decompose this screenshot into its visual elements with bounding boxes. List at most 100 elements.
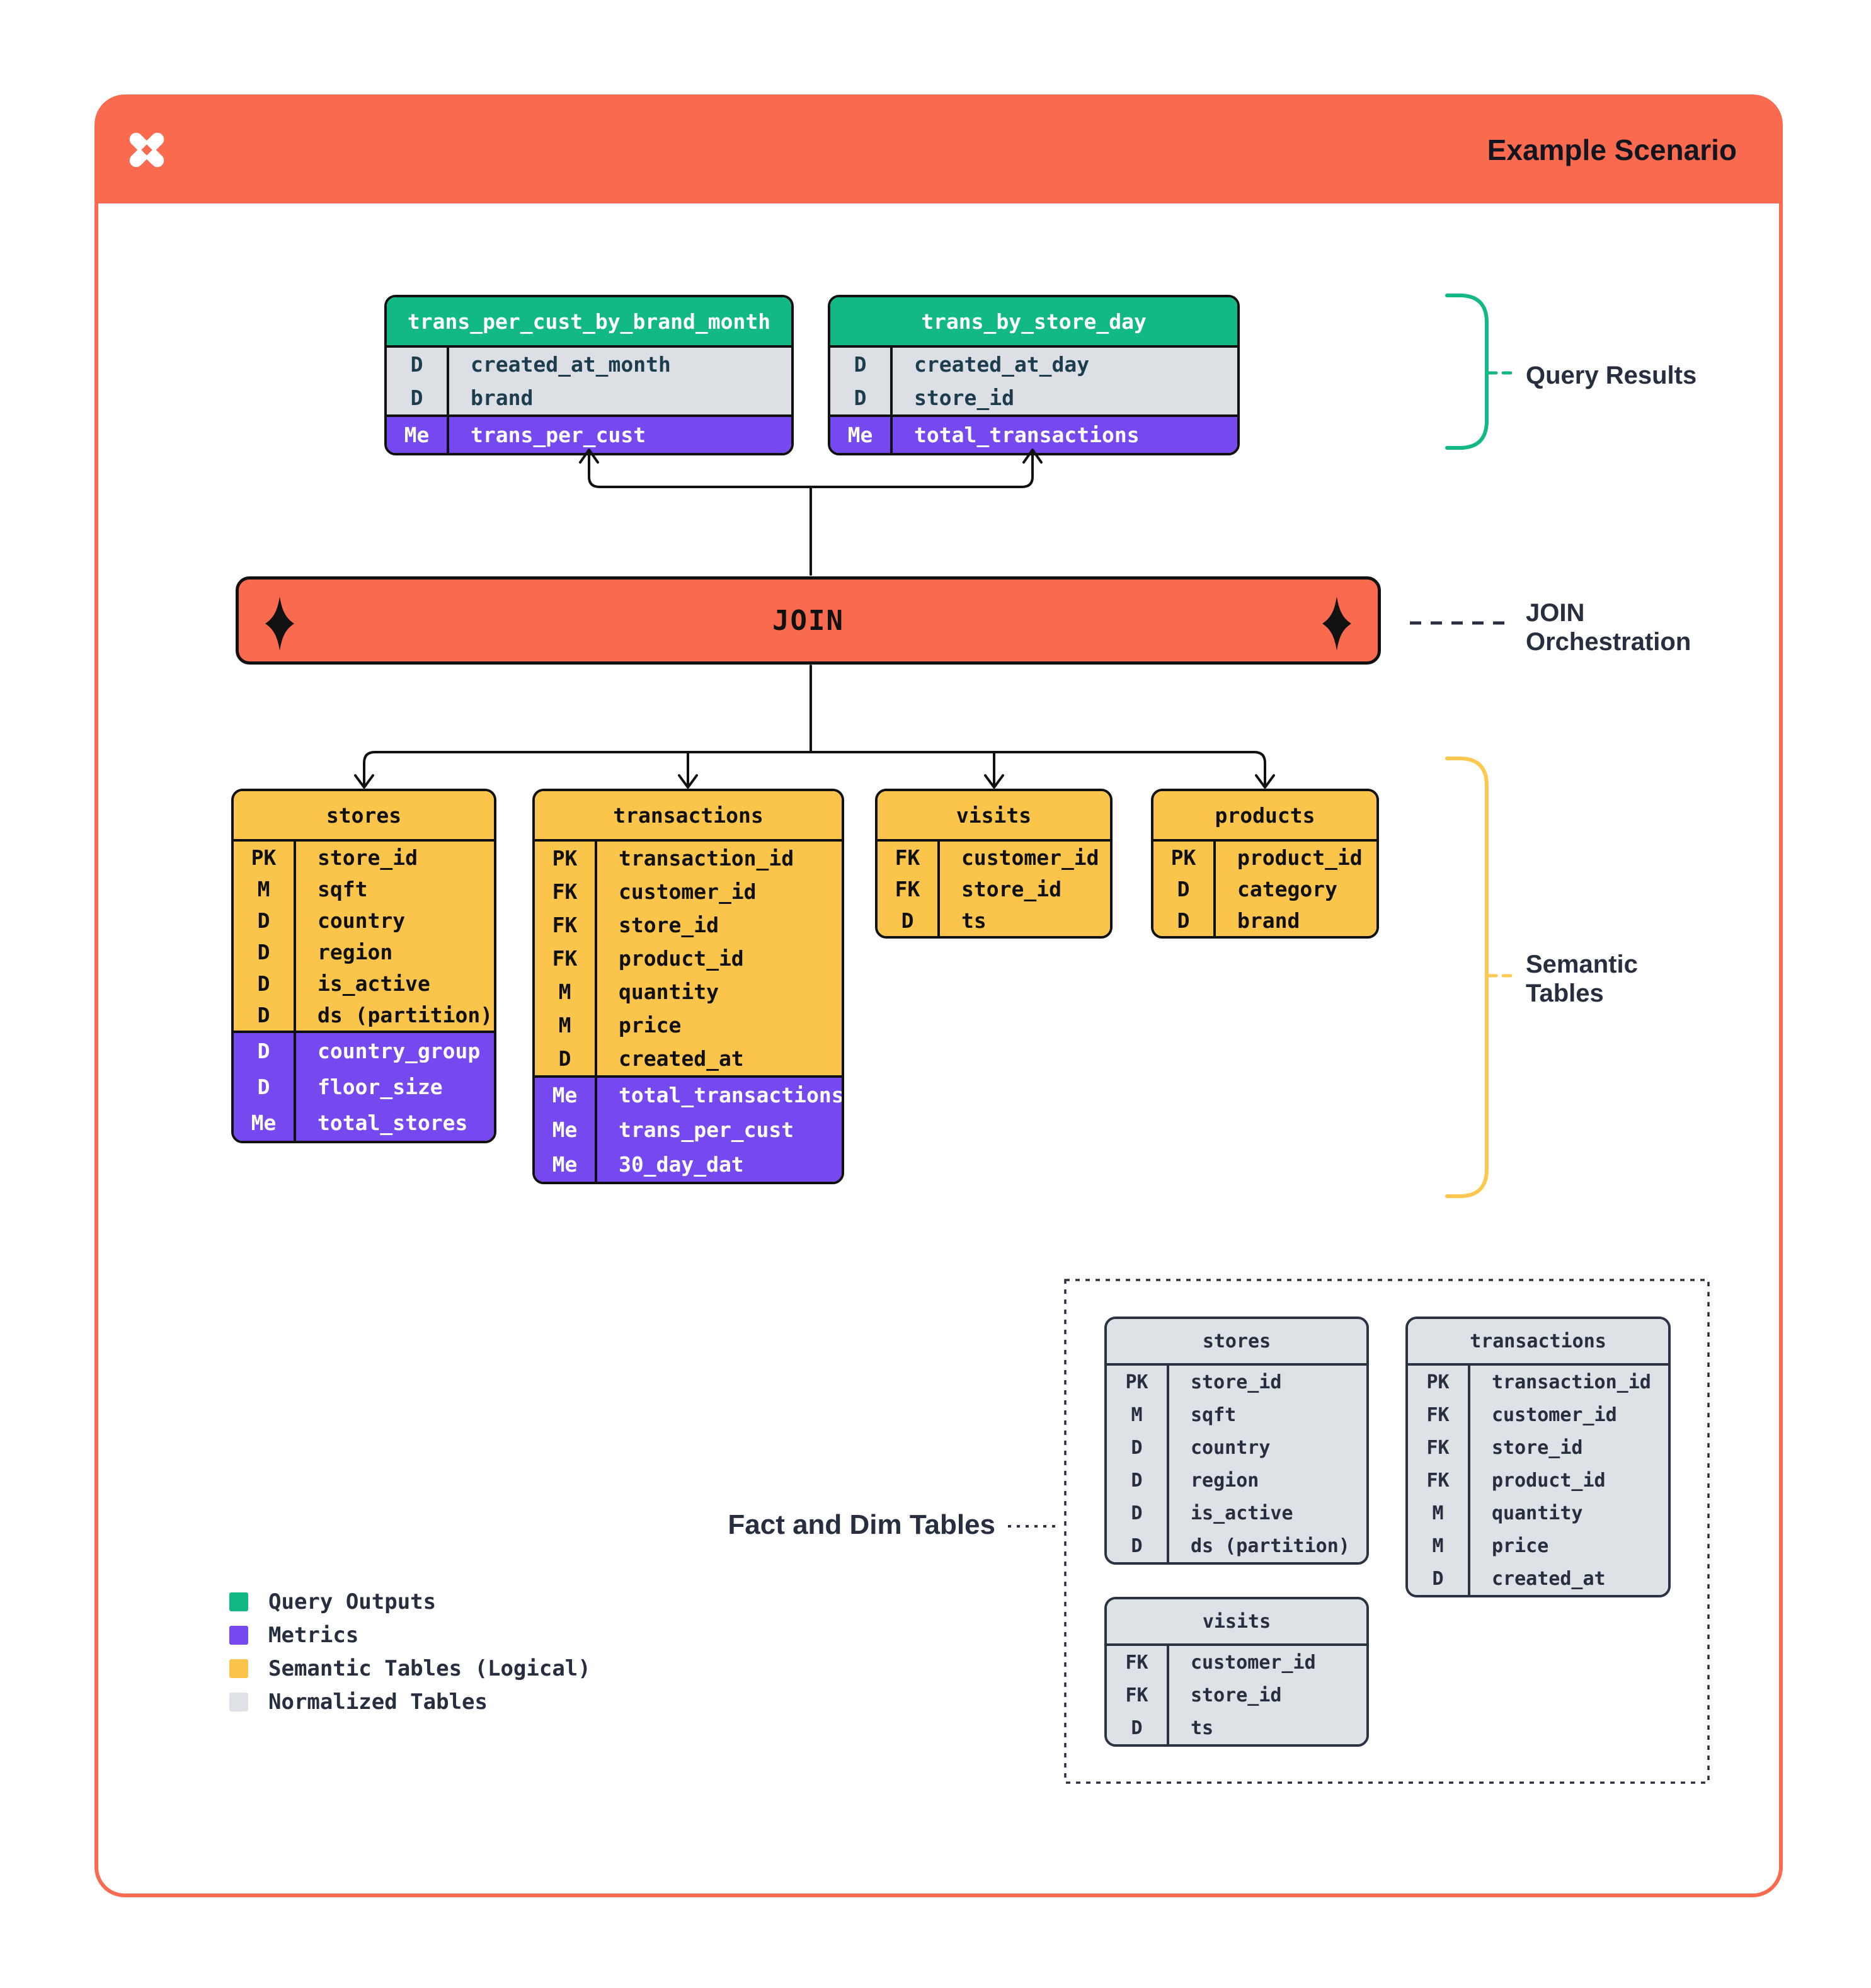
legend-swatch-yellow — [229, 1659, 248, 1678]
field-key: D — [854, 352, 867, 377]
field-name: brand — [471, 386, 534, 410]
field-name: quantity — [619, 980, 719, 1004]
field-name: store_id — [619, 913, 719, 937]
table-title: stores — [1107, 1319, 1366, 1366]
legend-swatch-green — [229, 1592, 248, 1611]
field-name: quantity — [1492, 1502, 1583, 1524]
field-key: FK — [1426, 1436, 1450, 1459]
legend-label: Normalized Tables — [268, 1689, 488, 1715]
field-key: M — [257, 876, 270, 901]
field-name: store_id — [1492, 1436, 1583, 1459]
legend-label: Metrics — [268, 1622, 359, 1648]
field-name: sqft — [1191, 1403, 1237, 1426]
field-name: created_at — [619, 1046, 744, 1071]
field-key: D — [1131, 1436, 1143, 1459]
field-name: is_active — [1191, 1502, 1293, 1524]
field-key: FK — [1426, 1469, 1450, 1492]
field-key: D — [1131, 1534, 1143, 1557]
field-key: D — [257, 1075, 270, 1099]
field-key: M — [1432, 1534, 1444, 1557]
legend-item-normalized-tables: Normalized Tables — [229, 1685, 591, 1718]
field-name: floor_size — [318, 1075, 443, 1099]
legend: Query Outputs Metrics Semantic Tables (L… — [229, 1585, 591, 1718]
semantic-tables-label-line1: Semantic — [1526, 951, 1638, 978]
field-name: customer_id — [1191, 1651, 1316, 1674]
join-label: JOIN — [772, 604, 844, 637]
field-key: D — [1177, 908, 1190, 933]
legend-label: Semantic Tables (Logical) — [268, 1655, 591, 1681]
field-key: D — [257, 939, 270, 964]
join-diamond-icon — [265, 597, 294, 651]
field-name: trans_per_cust — [471, 423, 646, 447]
field-name: sqft — [318, 876, 368, 901]
legend-item-query-outputs: Query Outputs — [229, 1585, 591, 1618]
field-row: FK customer_id — [1107, 1646, 1366, 1679]
field-key: PK — [552, 846, 578, 871]
field-key: FK — [1125, 1651, 1148, 1674]
field-name: ts — [1191, 1717, 1214, 1739]
field-name: store_id — [1191, 1371, 1282, 1393]
field-key: D — [1131, 1502, 1143, 1524]
field-name: store_id — [1191, 1684, 1282, 1706]
field-key: D — [854, 386, 867, 410]
field-name: transaction_id — [1492, 1371, 1651, 1393]
field-key: D — [257, 908, 270, 933]
join-orchestration-label-line1: JOIN — [1526, 599, 1585, 627]
join-orchestration-bar: JOIN — [236, 576, 1381, 665]
field-name: category — [1237, 876, 1337, 901]
table-title: visits — [878, 791, 1110, 842]
field-key: FK — [895, 876, 920, 901]
field-name: customer_id — [961, 845, 1099, 870]
join-diamond-icon — [1322, 597, 1351, 651]
field-name: created_at_day — [914, 352, 1090, 377]
field-name: total_stores — [318, 1111, 468, 1135]
field-key: D — [410, 352, 423, 377]
join-orchestration-label: JOIN Orchestration — [1526, 598, 1691, 656]
field-name: country — [318, 908, 406, 933]
field-name: region — [1191, 1469, 1259, 1492]
field-name: price — [619, 1013, 682, 1037]
semantic-tables-label-line2: Tables — [1526, 980, 1604, 1007]
field-name: region — [318, 939, 393, 964]
table-title: trans_by_store_day — [830, 297, 1237, 348]
field-key: D — [1432, 1567, 1444, 1590]
field-key: D — [558, 1046, 571, 1071]
table-title: transactions — [1408, 1319, 1668, 1366]
field-key: Me — [552, 1083, 578, 1107]
table-title: trans_per_cust_by_brand_month — [387, 297, 791, 348]
field-name: transaction_id — [619, 846, 794, 871]
